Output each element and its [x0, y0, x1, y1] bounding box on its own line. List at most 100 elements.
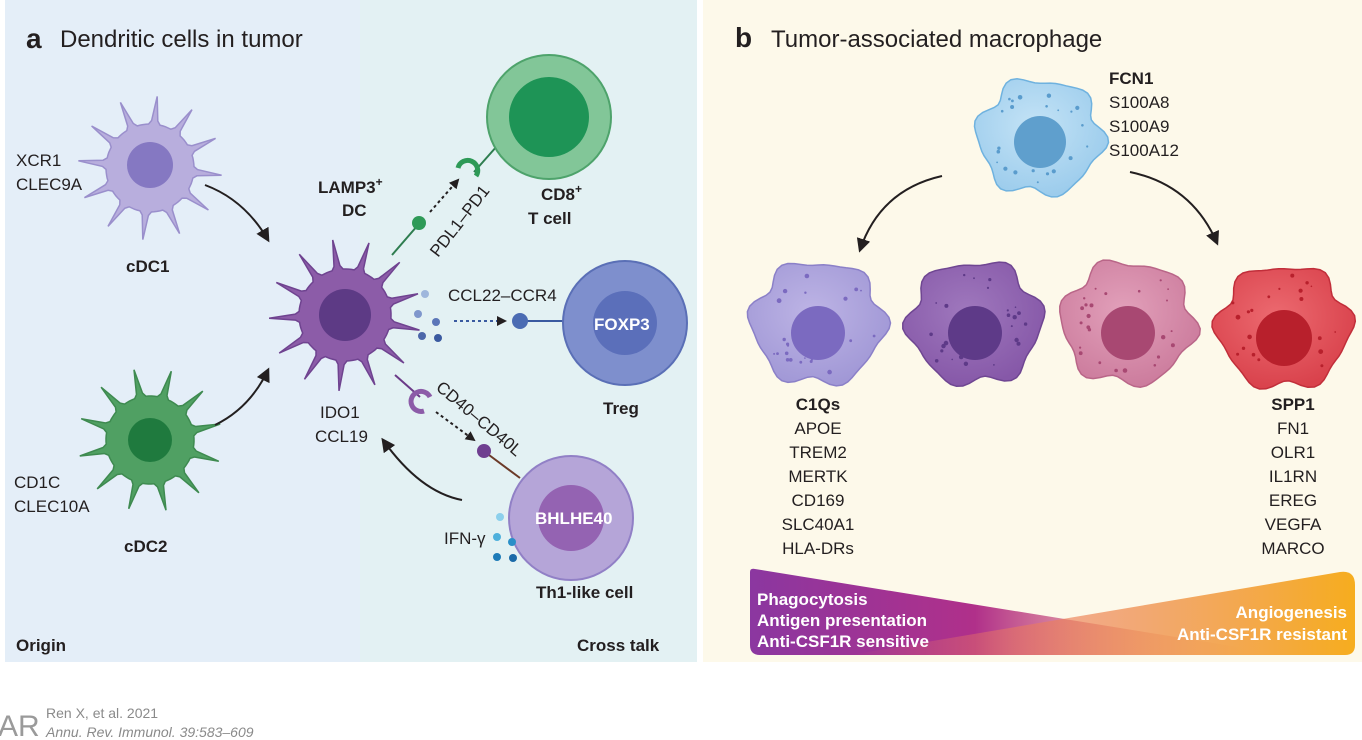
- trem2-marker: TREM2: [789, 443, 847, 462]
- granule-dot: [1012, 315, 1017, 320]
- fcn1-marker: FCN1: [1109, 69, 1153, 88]
- pdl1-dotted-arrow: [429, 178, 460, 213]
- cdc1-cell: [78, 96, 222, 240]
- granule-dot: [1094, 287, 1097, 290]
- granule-dot: [1257, 358, 1261, 362]
- granule-dot: [1310, 285, 1313, 288]
- th1-label: Th1-like cell: [536, 583, 633, 602]
- granule-dot: [1010, 325, 1013, 328]
- cd169-marker: CD169: [792, 491, 845, 510]
- granule-dot: [785, 358, 790, 362]
- granule-dot: [958, 354, 964, 360]
- granule-dot: [804, 291, 807, 294]
- granule-dot: [1016, 341, 1021, 346]
- granule-dot: [1000, 109, 1004, 113]
- granule-dot: [804, 357, 806, 359]
- granule-dot: [1045, 172, 1050, 176]
- granule-dot: [1051, 169, 1056, 174]
- granule-dot: [1023, 322, 1028, 326]
- fcn1-monocyte-cell: [973, 78, 1110, 198]
- granule-dot: [1290, 273, 1295, 278]
- cdc2-marker-2: CLEC10A: [14, 497, 90, 516]
- granule-dot: [1320, 364, 1324, 368]
- granule-dot: [1298, 288, 1303, 293]
- lamp3-marker-1: IDO1: [320, 403, 360, 422]
- phagocytosis-label: Phagocytosis: [757, 590, 868, 609]
- granule-dot: [849, 339, 853, 343]
- granule-dot: [1247, 334, 1252, 340]
- granule-dot: [1266, 352, 1271, 357]
- granule-dot: [1006, 309, 1009, 312]
- granule-dot: [1006, 313, 1011, 318]
- granule-dot: [809, 353, 814, 358]
- granule-dot: [1017, 311, 1021, 315]
- cdc1-marker-2: CLEC9A: [16, 175, 83, 194]
- granule-dot: [1036, 181, 1039, 184]
- olr1-marker: OLR1: [1271, 443, 1315, 462]
- granule-dot: [1003, 166, 1008, 171]
- panel-b-title: Tumor-associated macrophage: [771, 26, 1102, 53]
- c1q-marker-list: C1Qs APOE TREM2 MERTK CD169 SLC40A1 HLA-…: [782, 395, 855, 558]
- granule-dot: [963, 273, 966, 277]
- s100a8-marker: S100A8: [1109, 93, 1170, 112]
- granule-dot: [782, 337, 786, 342]
- granule-dot: [1318, 349, 1324, 354]
- granule-dot: [1137, 289, 1141, 293]
- treg-label: Treg: [603, 399, 639, 418]
- granule-dot: [1010, 105, 1015, 109]
- granule-dot: [1068, 156, 1073, 161]
- angiogenesis-label: Angiogenesis: [1236, 603, 1347, 622]
- granule-dot: [1170, 343, 1175, 348]
- mertk-marker: MERTK: [788, 467, 848, 486]
- fn1-marker: FN1: [1277, 419, 1309, 438]
- granule-dot: [943, 340, 949, 346]
- granule-dot: [1167, 288, 1169, 290]
- granule-dot: [872, 334, 876, 338]
- granule-dot: [1087, 328, 1092, 332]
- cdc2-marker-1: CD1C: [14, 473, 60, 492]
- treg-cell: [512, 260, 688, 386]
- bhlhe40-label: BHLHE40: [535, 509, 612, 528]
- cd8-label-line1: CD8+: [541, 182, 582, 204]
- granule-dot: [1251, 352, 1256, 357]
- granule-dot: [1070, 110, 1073, 113]
- foxp3-label: FOXP3: [594, 315, 650, 334]
- granule-dot: [1017, 95, 1023, 100]
- granule-dot: [1089, 303, 1094, 308]
- granule-dot: [1008, 97, 1011, 101]
- granule-dot: [784, 351, 789, 356]
- svg-text:AR: AR: [0, 710, 40, 740]
- granule-dot: [1122, 368, 1128, 373]
- granule-dot: [1086, 313, 1091, 319]
- ifn-gamma-dots: [493, 513, 517, 562]
- c1q-macrophage-cell: [746, 262, 892, 387]
- granule-dot: [782, 288, 788, 294]
- granule-dot: [1241, 346, 1246, 350]
- antigen-presentation-label: Antigen presentation: [757, 611, 927, 630]
- granule-dot: [788, 358, 793, 362]
- granule-dot: [1057, 109, 1060, 112]
- granule-dot: [1317, 336, 1322, 341]
- s100a9-marker: S100A9: [1109, 117, 1170, 136]
- granule-dot: [1083, 297, 1086, 300]
- il1rn-marker: IL1RN: [1269, 467, 1317, 486]
- vegfa-marker: VEGFA: [1265, 515, 1322, 534]
- granule-dot: [1104, 292, 1108, 296]
- intermediate-macrophage-2: [1059, 259, 1201, 388]
- granule-dot: [986, 286, 990, 289]
- cd8-t-cell: [455, 54, 612, 180]
- granule-dot: [786, 344, 790, 347]
- granule-dot: [773, 352, 776, 355]
- c1qs-marker: C1Qs: [796, 395, 840, 414]
- granule-dot: [1267, 295, 1271, 299]
- panel-b-letter: b: [735, 22, 752, 53]
- granule-dot: [1334, 331, 1337, 333]
- granule-dot: [1045, 105, 1048, 108]
- granule-dot: [1084, 303, 1088, 307]
- cdc2-label: cDC2: [124, 537, 167, 556]
- cdc1-label: cDC1: [126, 257, 169, 276]
- granule-dot: [963, 361, 969, 366]
- granule-dot: [1153, 364, 1157, 367]
- slc40a1-marker: SLC40A1: [782, 515, 855, 534]
- cdc2-cell: [79, 369, 221, 511]
